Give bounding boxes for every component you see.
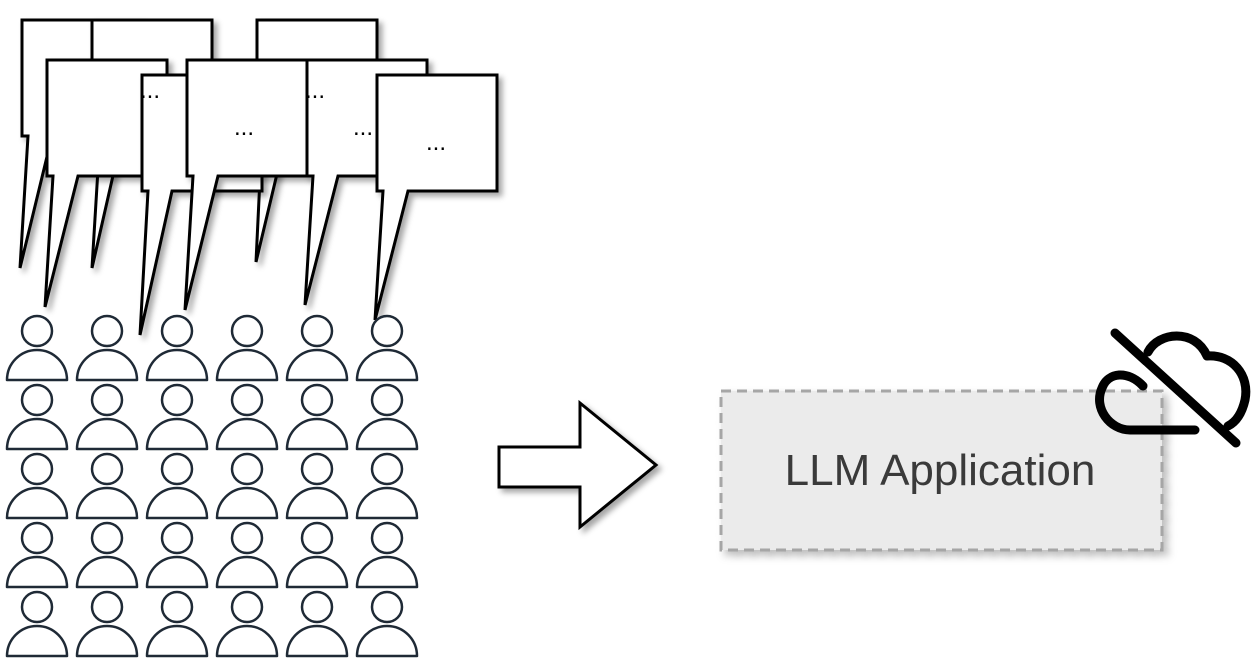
user-icon <box>5 521 69 589</box>
user-icon <box>285 314 349 382</box>
user-icon <box>5 452 69 520</box>
user-icon <box>215 314 279 382</box>
user-icon <box>5 383 69 451</box>
cloud-off-icon <box>1095 328 1251 448</box>
user-icon <box>145 314 209 382</box>
user-icon <box>215 521 279 589</box>
user-icon <box>145 452 209 520</box>
user-icon <box>5 590 69 658</box>
user-icon <box>145 521 209 589</box>
user-icon <box>215 383 279 451</box>
bubble-text: ... <box>305 77 325 104</box>
llm-application-box: LLM Application <box>719 389 1164 552</box>
bubble-text: ... <box>234 114 254 141</box>
user-icon <box>5 314 69 382</box>
user-icon <box>355 383 419 451</box>
right-arrow-icon <box>497 399 659 531</box>
user-icon <box>285 452 349 520</box>
user-icon <box>355 314 419 382</box>
user-icon <box>75 452 139 520</box>
bubble-text: ... <box>353 114 373 141</box>
user-icon <box>355 521 419 589</box>
speech-bubbles <box>18 18 499 336</box>
user-icon <box>145 383 209 451</box>
user-icon <box>355 590 419 658</box>
user-icon <box>75 314 139 382</box>
user-icon <box>215 452 279 520</box>
user-icon <box>75 521 139 589</box>
user-icon <box>145 590 209 658</box>
user-icon <box>75 590 139 658</box>
user-icon <box>285 521 349 589</box>
users-grid <box>5 314 419 658</box>
bubble-text: ... <box>426 129 446 156</box>
llm-application-label: LLM Application <box>785 446 1096 495</box>
user-icon <box>215 590 279 658</box>
bubble-text: ... <box>140 77 160 104</box>
user-icon <box>285 383 349 451</box>
speech-bubble <box>373 73 499 321</box>
bubble-texts: ... ... ... ... ... <box>140 77 446 156</box>
user-icon <box>75 383 139 451</box>
user-icon <box>285 590 349 658</box>
user-icon <box>355 452 419 520</box>
